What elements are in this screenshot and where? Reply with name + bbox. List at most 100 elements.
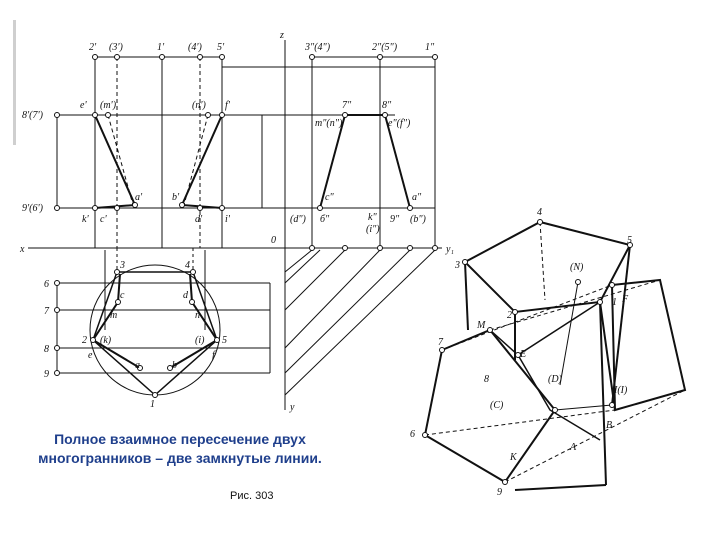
left-edge-bar — [13, 20, 16, 145]
plan-pentagon — [92, 271, 218, 397]
label-9: 9 — [44, 369, 49, 380]
axo-edge-AB — [554, 404, 613, 411]
label-plan-4: 4 — [185, 260, 190, 271]
label-8: 8 — [44, 344, 49, 355]
label-ip: i' — [225, 214, 231, 225]
label-axo-B: B — [606, 420, 612, 431]
fan-line-3 — [284, 249, 381, 349]
label-9pp: 9" — [390, 214, 400, 225]
label-cpp: c" — [325, 192, 334, 203]
side-intersection-right — [384, 114, 411, 209]
fan-line-4 — [284, 249, 346, 311]
plan-circumscribed-circle — [89, 264, 221, 396]
label-fp: f' — [225, 100, 231, 111]
front-hidden-left — [107, 114, 134, 206]
label-2p: 2' — [89, 42, 97, 53]
label-ap: a' — [135, 192, 143, 203]
label-plan-k: (k) — [100, 335, 112, 346]
label-8p7p: 8'(7') — [22, 110, 44, 121]
label-axo-E: E — [519, 349, 526, 360]
axo-horizontal-prism-back — [610, 278, 687, 412]
axo-edge-4 — [539, 221, 546, 301]
label-cp: c' — [100, 214, 107, 225]
fan-line-5 — [284, 249, 321, 284]
label-axo-F: F — [621, 294, 629, 305]
label-axo-M: M — [476, 320, 486, 331]
axo-line-N-D — [559, 281, 579, 386]
axo-edge-1 — [599, 301, 607, 486]
label-4p: (4') — [188, 42, 202, 53]
label-6: 6 — [44, 279, 49, 290]
label-kp: k' — [82, 214, 89, 225]
label-plan-5: 5 — [222, 335, 227, 346]
label-axo-6: 6 — [410, 429, 415, 440]
label-9p6p: 9'(6') — [22, 203, 44, 214]
front-intersection-left — [94, 114, 137, 209]
label-axo-5: 5 — [627, 235, 632, 246]
label-axo-N: (N) — [570, 262, 584, 273]
label-1pp: 1" — [425, 42, 435, 53]
fan-line-2 — [284, 249, 411, 374]
front-intersection-right — [180, 114, 223, 209]
label-plan-2: 2 — [82, 335, 87, 346]
label-axo-C: (C) — [490, 400, 504, 411]
label-2pp5pp: 2"(5") — [372, 42, 398, 53]
label-1p: 1' — [157, 42, 165, 53]
label-dp: d' — [195, 214, 203, 225]
label-3pp4pp: 3"(4") — [304, 42, 331, 53]
label-bpp: (b") — [410, 214, 427, 225]
label-plan-3: 3 — [119, 260, 125, 271]
label-kpp: k" — [368, 212, 377, 223]
axo-intersection-mid — [517, 354, 601, 441]
front-hidden-right — [183, 114, 209, 206]
label-y1: y₁ — [445, 244, 454, 255]
label-axo-7: 7 — [438, 337, 444, 348]
point-markers — [54, 54, 633, 485]
side-vertical-prism — [311, 56, 436, 249]
label-axo-I: I(I) — [613, 385, 628, 396]
label-axo-2: 2 — [507, 310, 512, 321]
caption-text: Полное взаимное пересечение двух многогр… — [38, 431, 322, 466]
label-8pp: 8" — [382, 100, 392, 111]
axo-hidden-3 — [424, 409, 616, 436]
label-3p: (3') — [109, 42, 123, 53]
figure-label: Рис. 303 — [230, 490, 274, 502]
label-plan-a: a — [135, 360, 140, 371]
axo-hidden-4 — [504, 389, 686, 483]
label-7pp: 7" — [342, 100, 352, 111]
fan-line-6 — [284, 249, 313, 273]
label-mp: (m') — [100, 100, 117, 111]
label-axo-D: (D) — [548, 374, 563, 385]
axo-top-face — [463, 220, 632, 314]
label-ep: e' — [80, 100, 87, 111]
label-axo-9: 9 — [497, 487, 502, 498]
label-ipp: (i") — [366, 224, 380, 235]
label-plan-f: f — [212, 350, 216, 361]
label-axo-4: 4 — [537, 207, 542, 218]
label-plan-c: c — [120, 290, 125, 301]
axo-hidden-2 — [489, 279, 661, 331]
label-5p: 5' — [217, 42, 225, 53]
label-plan-i: (i) — [195, 335, 205, 346]
label-dpp: (d") — [290, 214, 307, 225]
side-intersection-left — [319, 114, 346, 209]
label-axo-A: A — [569, 442, 577, 453]
front-horizontal-prism — [56, 114, 263, 209]
label-origin: 0 — [271, 235, 276, 246]
axo-hidden-1 — [441, 284, 613, 351]
label-plan-m: m — [110, 310, 117, 321]
label-eppfpp: e"(f") — [388, 118, 411, 129]
label-bpp-cyr: б" — [320, 214, 330, 225]
label-axo-8: 8 — [484, 374, 489, 385]
label-axo-K: K — [509, 452, 518, 463]
label-axo-1: 1 — [612, 297, 617, 308]
axo-horizontal-prism-front — [423, 328, 557, 484]
label-plan-e: e — [88, 350, 93, 361]
label-plan-1: 1 — [150, 399, 155, 410]
label-y: y — [289, 402, 295, 413]
axo-edge-3 — [464, 261, 469, 331]
fan-line-1 — [284, 249, 436, 396]
label-mppnpp: m"(n") — [315, 118, 343, 129]
axo-bottom — [514, 484, 607, 491]
